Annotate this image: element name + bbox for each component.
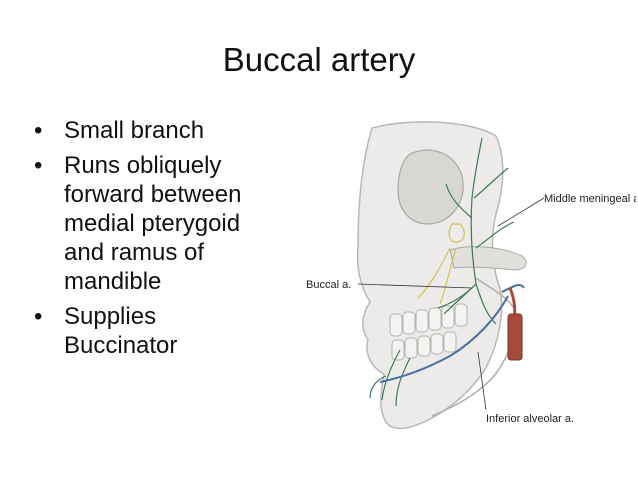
label-buccal: Buccal a.	[306, 279, 351, 291]
bullet-text: Supplies Buccinator	[64, 303, 178, 359]
skull-illustration: Middle meningeal a. Buccal a. Inferior a…	[306, 121, 636, 430]
bullet-icon: •	[34, 117, 43, 144]
bullet-item: • Supplies Buccinator	[34, 302, 274, 360]
leader-middle-meningeal	[497, 197, 545, 227]
anatomy-figure: Middle meningeal a. Buccal a. Inferior a…	[300, 118, 636, 440]
lower-teeth	[391, 331, 457, 361]
orbit-shape	[397, 149, 464, 225]
label-middle-meningeal: Middle meningeal a.	[544, 193, 636, 205]
artery-vessel	[507, 287, 523, 361]
vein-lines	[379, 284, 525, 383]
bullet-item: • Runs obliquely forward between medial …	[34, 151, 274, 296]
zygomatic-arch	[449, 246, 527, 271]
leader-inferior-alveolar	[477, 351, 487, 411]
bullet-text: Small branch	[64, 117, 205, 144]
bullet-icon: •	[34, 303, 43, 330]
bullet-item: • Small branch	[34, 116, 274, 145]
slide-title: Buccal artery	[222, 41, 416, 78]
nerve-branches	[369, 137, 515, 407]
bullet-list: • Small branch • Runs obliquely forward …	[34, 116, 274, 366]
ganglion	[417, 223, 465, 305]
leader-buccal	[357, 283, 473, 289]
bullet-icon: •	[34, 152, 43, 179]
bullet-text: Runs obliquely forward between medial pt…	[64, 152, 242, 295]
upper-teeth	[389, 303, 468, 337]
label-inferior-alveolar: Inferior alveolar a.	[486, 413, 574, 425]
